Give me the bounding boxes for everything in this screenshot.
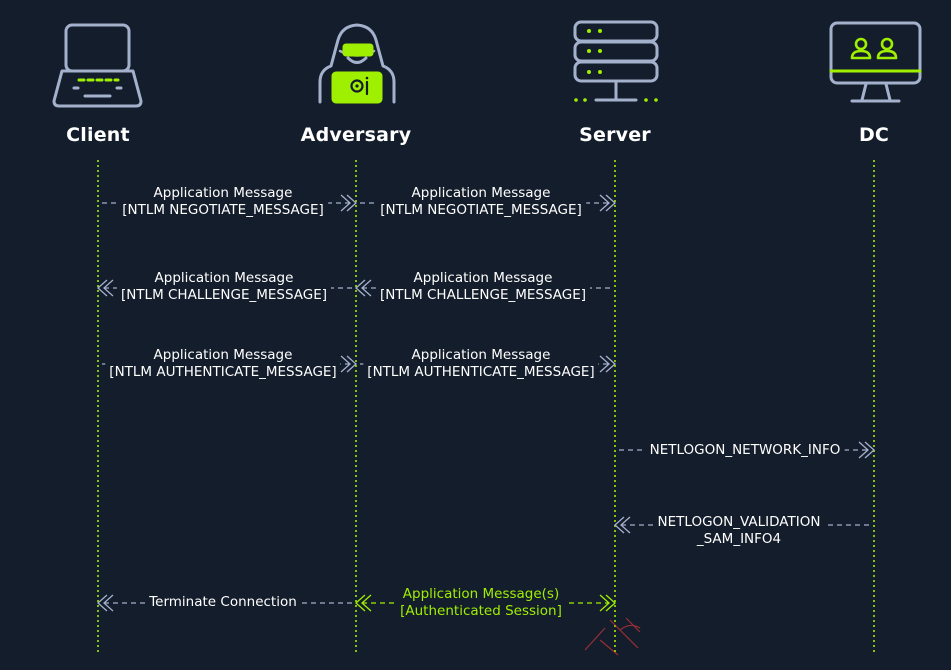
message-line: [NTLM CHALLENGE_MESSAGE] — [379, 287, 587, 303]
message-line: [Authenticated Session] — [400, 603, 562, 619]
client-label: Client — [66, 124, 130, 146]
monitor-users-icon — [829, 21, 922, 103]
message-line: Terminate Connection — [149, 594, 297, 610]
message-line: [NTLM AUTHENTICATE_MESSAGE] — [367, 364, 595, 380]
session-message: Application Message(s) [Authenticated Se… — [396, 586, 566, 620]
lifelines — [97, 160, 875, 655]
message-line: [NTLM NEGOTIATE_MESSAGE] — [380, 202, 582, 218]
message-line: Application Message — [154, 270, 294, 286]
netlogon-info-message: NETLOGON_NETWORK_INFO — [645, 442, 845, 459]
message-line: Application Message — [153, 185, 293, 201]
message-line: NETLOGON_VALIDATION — [657, 514, 821, 530]
message-line: Application Message — [153, 347, 293, 363]
message-line: Application Message — [411, 185, 551, 201]
netlogon-validation-message: NETLOGON_VALIDATION _SAM_INFO4 — [653, 514, 825, 548]
challenge-1-message: Application Message [NTLM CHALLENGE_MESS… — [116, 270, 332, 304]
laptop-icon — [52, 23, 143, 108]
server-label: Server — [579, 124, 651, 146]
message-line: _SAM_INFO4 — [696, 531, 782, 547]
server-rack-icon — [573, 20, 659, 102]
authenticate-2-message: Application Message [NTLM AUTHENTICATE_M… — [363, 347, 599, 381]
negotiate-1-message: Application Message [NTLM NEGOTIATE_MESS… — [118, 185, 328, 219]
message-line: Application Message — [413, 270, 553, 286]
adversary-label: Adversary — [300, 124, 412, 146]
hooded-hacker-icon — [318, 23, 396, 104]
message-line: [NTLM AUTHENTICATE_MESSAGE] — [109, 364, 337, 380]
challenge-2-message: Application Message [NTLM CHALLENGE_MESS… — [375, 270, 591, 304]
message-line: NETLOGON_NETWORK_INFO — [649, 442, 841, 458]
watermark — [584, 617, 641, 656]
dc-label: DC — [858, 124, 890, 146]
negotiate-2-message: Application Message [NTLM NEGOTIATE_MESS… — [376, 185, 586, 219]
message-line: [NTLM NEGOTIATE_MESSAGE] — [122, 202, 324, 218]
terminate-message: Terminate Connection — [145, 594, 301, 611]
message-line: [NTLM CHALLENGE_MESSAGE] — [120, 287, 328, 303]
authenticate-1-message: Application Message [NTLM AUTHENTICATE_M… — [105, 347, 341, 381]
message-line: Application Message — [411, 347, 551, 363]
message-line: Application Message(s) — [402, 586, 560, 602]
